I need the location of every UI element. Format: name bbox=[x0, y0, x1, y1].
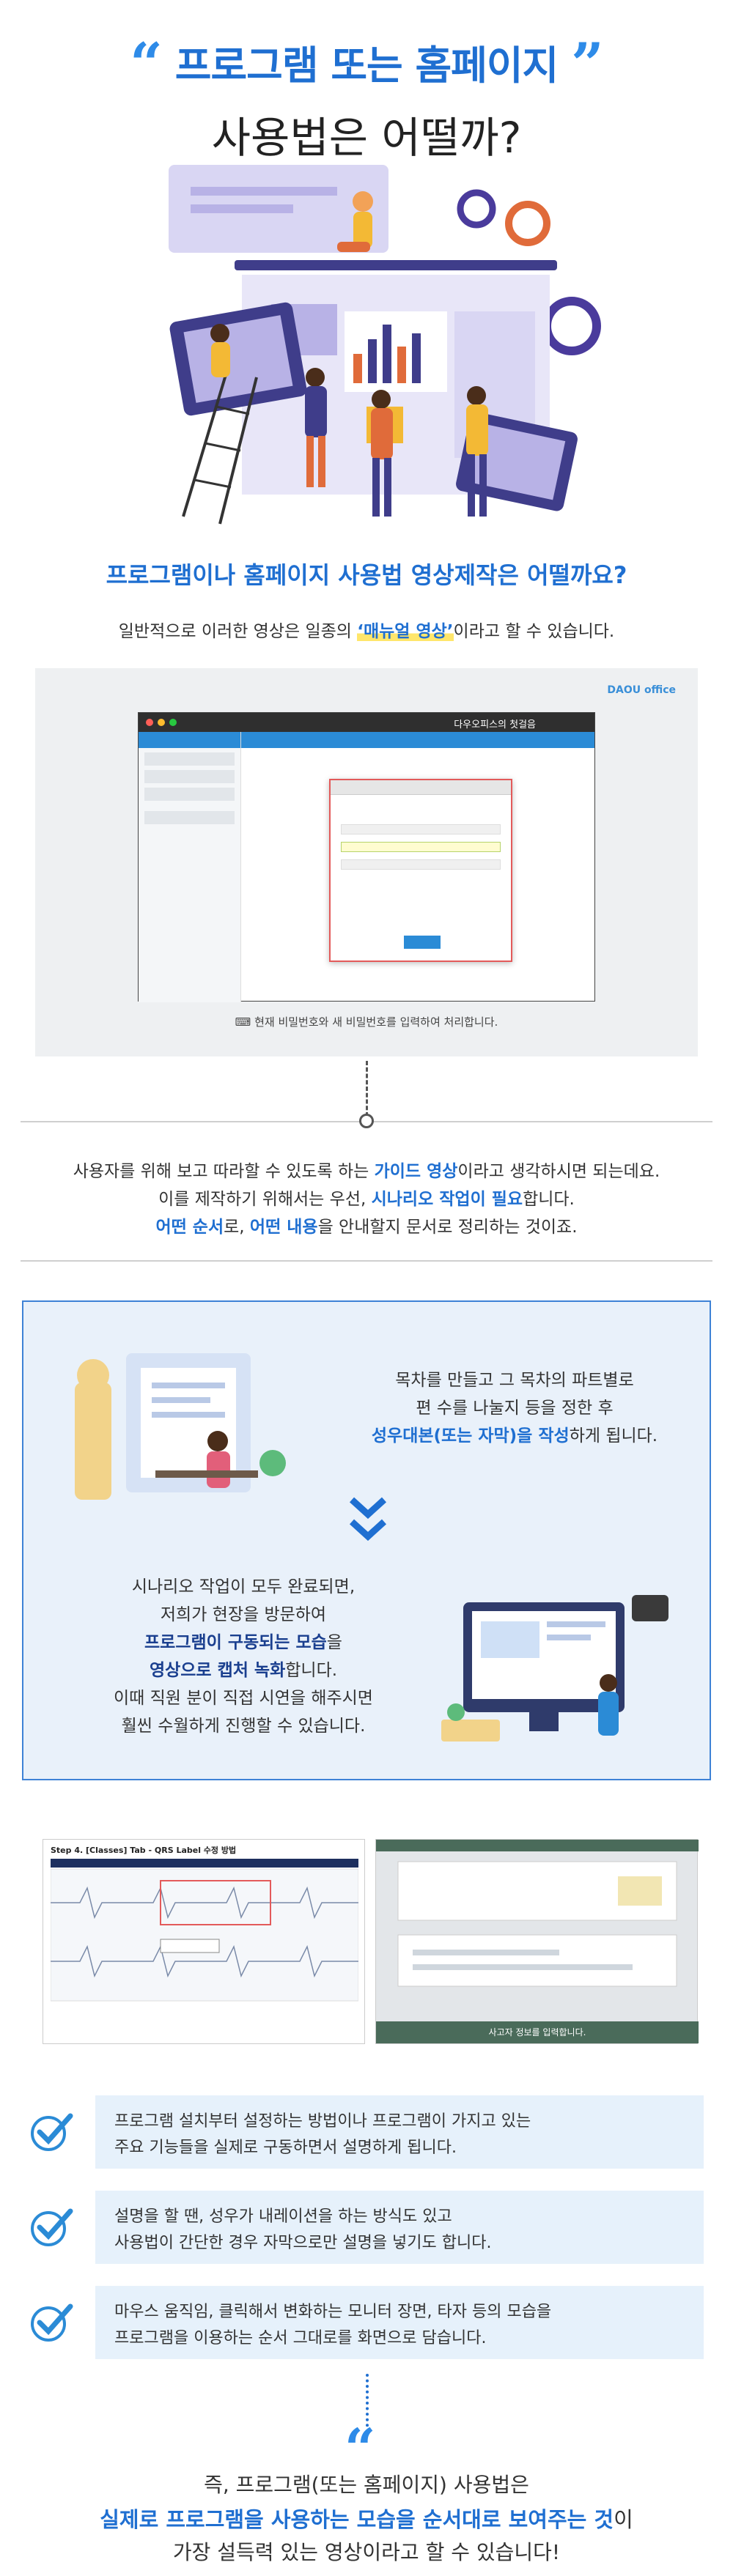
step2-line6: 훨씬 수월하게 진행할 수 있습니다. bbox=[121, 1717, 366, 1736]
sidebar-item[interactable] bbox=[144, 811, 235, 824]
guide-text: 사용자를 위해 보고 따라할 수 있도록 하는 가이드 영상이라고 생각하시면 … bbox=[0, 1158, 733, 1241]
step2-line5: 이때 직원 분이 직접 시연을 해주시면 bbox=[114, 1689, 373, 1708]
check-item: 설명을 할 땐, 성우가 내레이션을 하는 방식도 있고 사용법이 간단한 경우… bbox=[29, 2191, 704, 2264]
intro-highlight: ‘매뉴얼 영상’ bbox=[357, 622, 454, 641]
camera-icon bbox=[632, 1595, 668, 1621]
gear-icon bbox=[457, 189, 496, 229]
hero-title: “ 프로그램 또는 홈페이지 ” 사용법은 어떨까? bbox=[0, 31, 733, 165]
hero-title-text1: 프로그램 또는 홈페이지 bbox=[174, 42, 559, 89]
app-main bbox=[241, 732, 594, 1002]
ecg-chart-image bbox=[51, 1859, 358, 2030]
confirm-password-field[interactable] bbox=[341, 859, 501, 870]
example-a-title: Step 4. [Classes] Tab - QRS Label 수정 방법 bbox=[51, 1846, 237, 1855]
keyboard-icon: ⌨ bbox=[235, 1015, 255, 1029]
open-quote-icon: “ bbox=[130, 31, 163, 97]
check-text: 프로그램 설치부터 설정하는 방법이나 프로그램이 가지고 있는 주요 기능들을… bbox=[95, 2095, 704, 2169]
sidebar-item[interactable] bbox=[144, 752, 235, 766]
divider bbox=[21, 1260, 712, 1262]
app-topbar bbox=[241, 732, 594, 748]
app-window: 다우오피스의 첫걸음 bbox=[138, 712, 595, 1002]
check-icon bbox=[31, 2208, 73, 2246]
check-item: 프로그램 설치부터 설정하는 방법이나 프로그램이 가지고 있는 주요 기능들을… bbox=[29, 2095, 704, 2169]
check-text: 설명을 할 땐, 성우가 내레이션을 하는 방식도 있고 사용법이 간단한 경우… bbox=[95, 2191, 704, 2264]
intro-before: 일반적으로 이러한 영상은 일종의 bbox=[118, 622, 358, 641]
check-icon bbox=[31, 2113, 73, 2151]
step1-line2: 편 수를 나눌지 등을 정한 후 bbox=[416, 1399, 614, 1418]
step2-line3: 프로그램이 구동되는 모습을 bbox=[144, 1633, 342, 1652]
minimize-dot-icon[interactable] bbox=[158, 719, 165, 726]
new-password-field[interactable] bbox=[341, 842, 501, 852]
form-screenshot-image bbox=[376, 1840, 699, 1987]
hero-illustration bbox=[169, 165, 601, 525]
step1-line3: 성우대본(또는 자막)을 작성하게 됩니다. bbox=[371, 1426, 658, 1446]
gear-icon bbox=[505, 201, 550, 246]
intro-line: 일반적으로 이러한 영상은 일종의 ‘매뉴얼 영상’이라고 할 수 있습니다. bbox=[0, 617, 733, 642]
conclusion-line2: 실제로 프로그램을 사용하는 모습을 순서대로 보여주는 것이 bbox=[100, 2507, 633, 2532]
process-box: 목차를 만들고 그 목차의 파트별로 편 수를 나눌지 등을 정한 후 성우대본… bbox=[22, 1300, 711, 1780]
check-item: 마우스 움직임, 클릭해서 변화하는 모니터 장면, 타자 등의 모습을 프로그… bbox=[29, 2286, 704, 2359]
check-icon bbox=[31, 2303, 73, 2342]
connector-circle bbox=[359, 1114, 374, 1128]
guide-line2: 이를 제작하기 위해서는 우선, 시나리오 작업이 필요합니다. bbox=[158, 1190, 575, 1209]
sidebar-header bbox=[139, 732, 240, 748]
dialog-bar bbox=[331, 780, 511, 795]
maximize-dot-icon[interactable] bbox=[169, 719, 177, 726]
app-sidebar bbox=[139, 732, 241, 1002]
step2-line4: 영상으로 캡처 녹화합니다. bbox=[149, 1661, 338, 1680]
caption-text: 현재 비밀번호와 새 비밀번호를 입력하여 처리합니다. bbox=[254, 1015, 498, 1029]
dashed-connector bbox=[366, 1061, 368, 1117]
example-screenshot-a: Step 4. [Classes] Tab - QRS Label 수정 방법 bbox=[43, 1839, 365, 2044]
guide-line1: 사용자를 위해 보고 따라할 수 있도록 하는 가이드 영상이라고 생각하시면 … bbox=[73, 1162, 660, 1181]
screenshot-frame: DAOU office 다우오피스의 첫걸음 ⌨ 현재 비 bbox=[35, 668, 698, 1056]
script-writing-illustration bbox=[75, 1353, 286, 1500]
step1-text: 목차를 만들고 그 목차의 파트별로 편 수를 나눌지 등을 정한 후 성우대본… bbox=[331, 1366, 698, 1450]
step2-text: 시나리오 작업이 모두 완료되면, 저희가 현장을 방문하여 프로그램이 구동되… bbox=[53, 1573, 434, 1740]
sidebar-item[interactable] bbox=[144, 788, 235, 801]
quote-icon: “ bbox=[345, 2418, 376, 2481]
window-title: 다우오피스의 첫걸음 bbox=[454, 719, 536, 730]
screenshot-caption: ⌨ 현재 비밀번호와 새 비밀번호를 입력하여 처리합니다. bbox=[35, 1014, 698, 1029]
conclusion-line3: 가장 설득력 있는 영상이라고 할 수 있습니다! bbox=[172, 2540, 561, 2564]
check-text: 마우스 움직임, 클릭해서 변화하는 모니터 장면, 타자 등의 모습을 프로그… bbox=[95, 2286, 704, 2359]
chevron-down-icon bbox=[349, 1497, 387, 1541]
guide-line3: 어떤 순서로, 어떤 내용을 안내할지 문서로 정리하는 것이죠. bbox=[155, 1218, 578, 1237]
intro-after: 이라고 할 수 있습니다. bbox=[453, 622, 615, 641]
password-dialog bbox=[329, 779, 512, 962]
step2-line2: 저희가 현장을 방문하여 bbox=[160, 1605, 327, 1624]
step1-line1: 목차를 만들고 그 목차의 파트별로 bbox=[395, 1371, 634, 1390]
screen-recording-illustration bbox=[441, 1595, 668, 1742]
change-button[interactable] bbox=[404, 936, 441, 949]
sidebar-item[interactable] bbox=[144, 770, 235, 783]
close-dot-icon[interactable] bbox=[146, 719, 153, 726]
current-password-field[interactable] bbox=[341, 824, 501, 834]
window-titlebar: 다우오피스의 첫걸음 bbox=[139, 713, 594, 732]
sub-heading: 프로그램이나 홈페이지 사용법 영상제작은 어떨까요? bbox=[106, 561, 627, 589]
brand-logo: DAOU office bbox=[607, 684, 676, 696]
gear-icon bbox=[542, 297, 601, 355]
hero-title-line2: 사용법은 어떨까? bbox=[211, 113, 522, 163]
conclusion-line1: 즉, 프로그램(또는 홈페이지) 사용법은 bbox=[204, 2473, 529, 2497]
example-b-caption: 사고자 정보를 입력합니다. bbox=[376, 2021, 699, 2043]
step2-line1: 시나리오 작업이 모두 완료되면, bbox=[131, 1577, 356, 1596]
close-quote-icon: ” bbox=[571, 31, 604, 97]
example-screenshot-b: 사고자 정보를 입력합니다. bbox=[375, 1839, 699, 2044]
dotted-connector bbox=[366, 2374, 369, 2432]
hero-title-line1: “ 프로그램 또는 홈페이지 ” bbox=[0, 31, 733, 97]
